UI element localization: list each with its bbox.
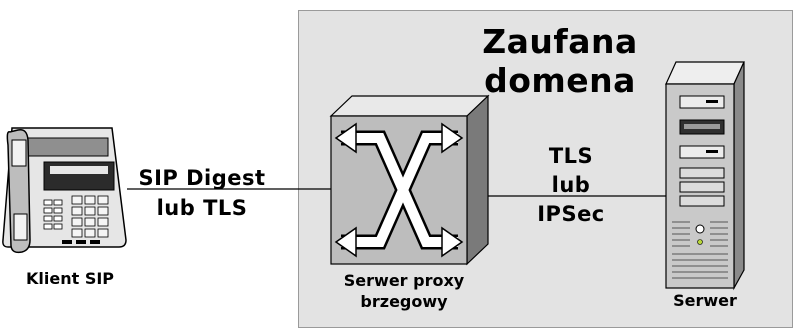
proxy-caption-line2: brzegowy: [360, 292, 448, 311]
power-button-icon: [695, 224, 705, 234]
client-proxy-link-label-line2: lub TLS: [156, 196, 248, 220]
client-caption: Klient SIP: [25, 269, 115, 288]
edge-proxy-icon: [329, 94, 490, 266]
trusted-domain-title-line1: Zaufana: [482, 22, 638, 61]
proxy-caption-line1: Serwer proxy: [343, 271, 465, 290]
client-proxy-link-label-line1: SIP Digest: [138, 166, 266, 190]
client-proxy-link-label: SIP Digest lub TLS: [118, 163, 286, 223]
trusted-domain-title: Zaufana domena: [440, 22, 680, 100]
trusted-domain-title-line2: domena: [484, 61, 636, 100]
sip-phone-icon: [2, 127, 127, 254]
status-led-icon: [697, 239, 703, 245]
proxy-server-link-label-line2: lub: [551, 173, 591, 197]
vent-grille: [672, 221, 728, 279]
drive-bays: [679, 95, 725, 207]
proxy-caption: Serwer proxy brzegowy: [318, 270, 490, 312]
server-caption: Serwer: [673, 291, 737, 310]
proxy-server-link-label-line1: TLS: [548, 144, 594, 168]
proxy-server-link-label: TLS lub IPSec: [525, 142, 617, 229]
crossing-arrows-icon: [334, 122, 464, 258]
proxy-server-link-label-line3: IPSec: [537, 202, 605, 226]
server-tower-icon: [665, 61, 745, 291]
